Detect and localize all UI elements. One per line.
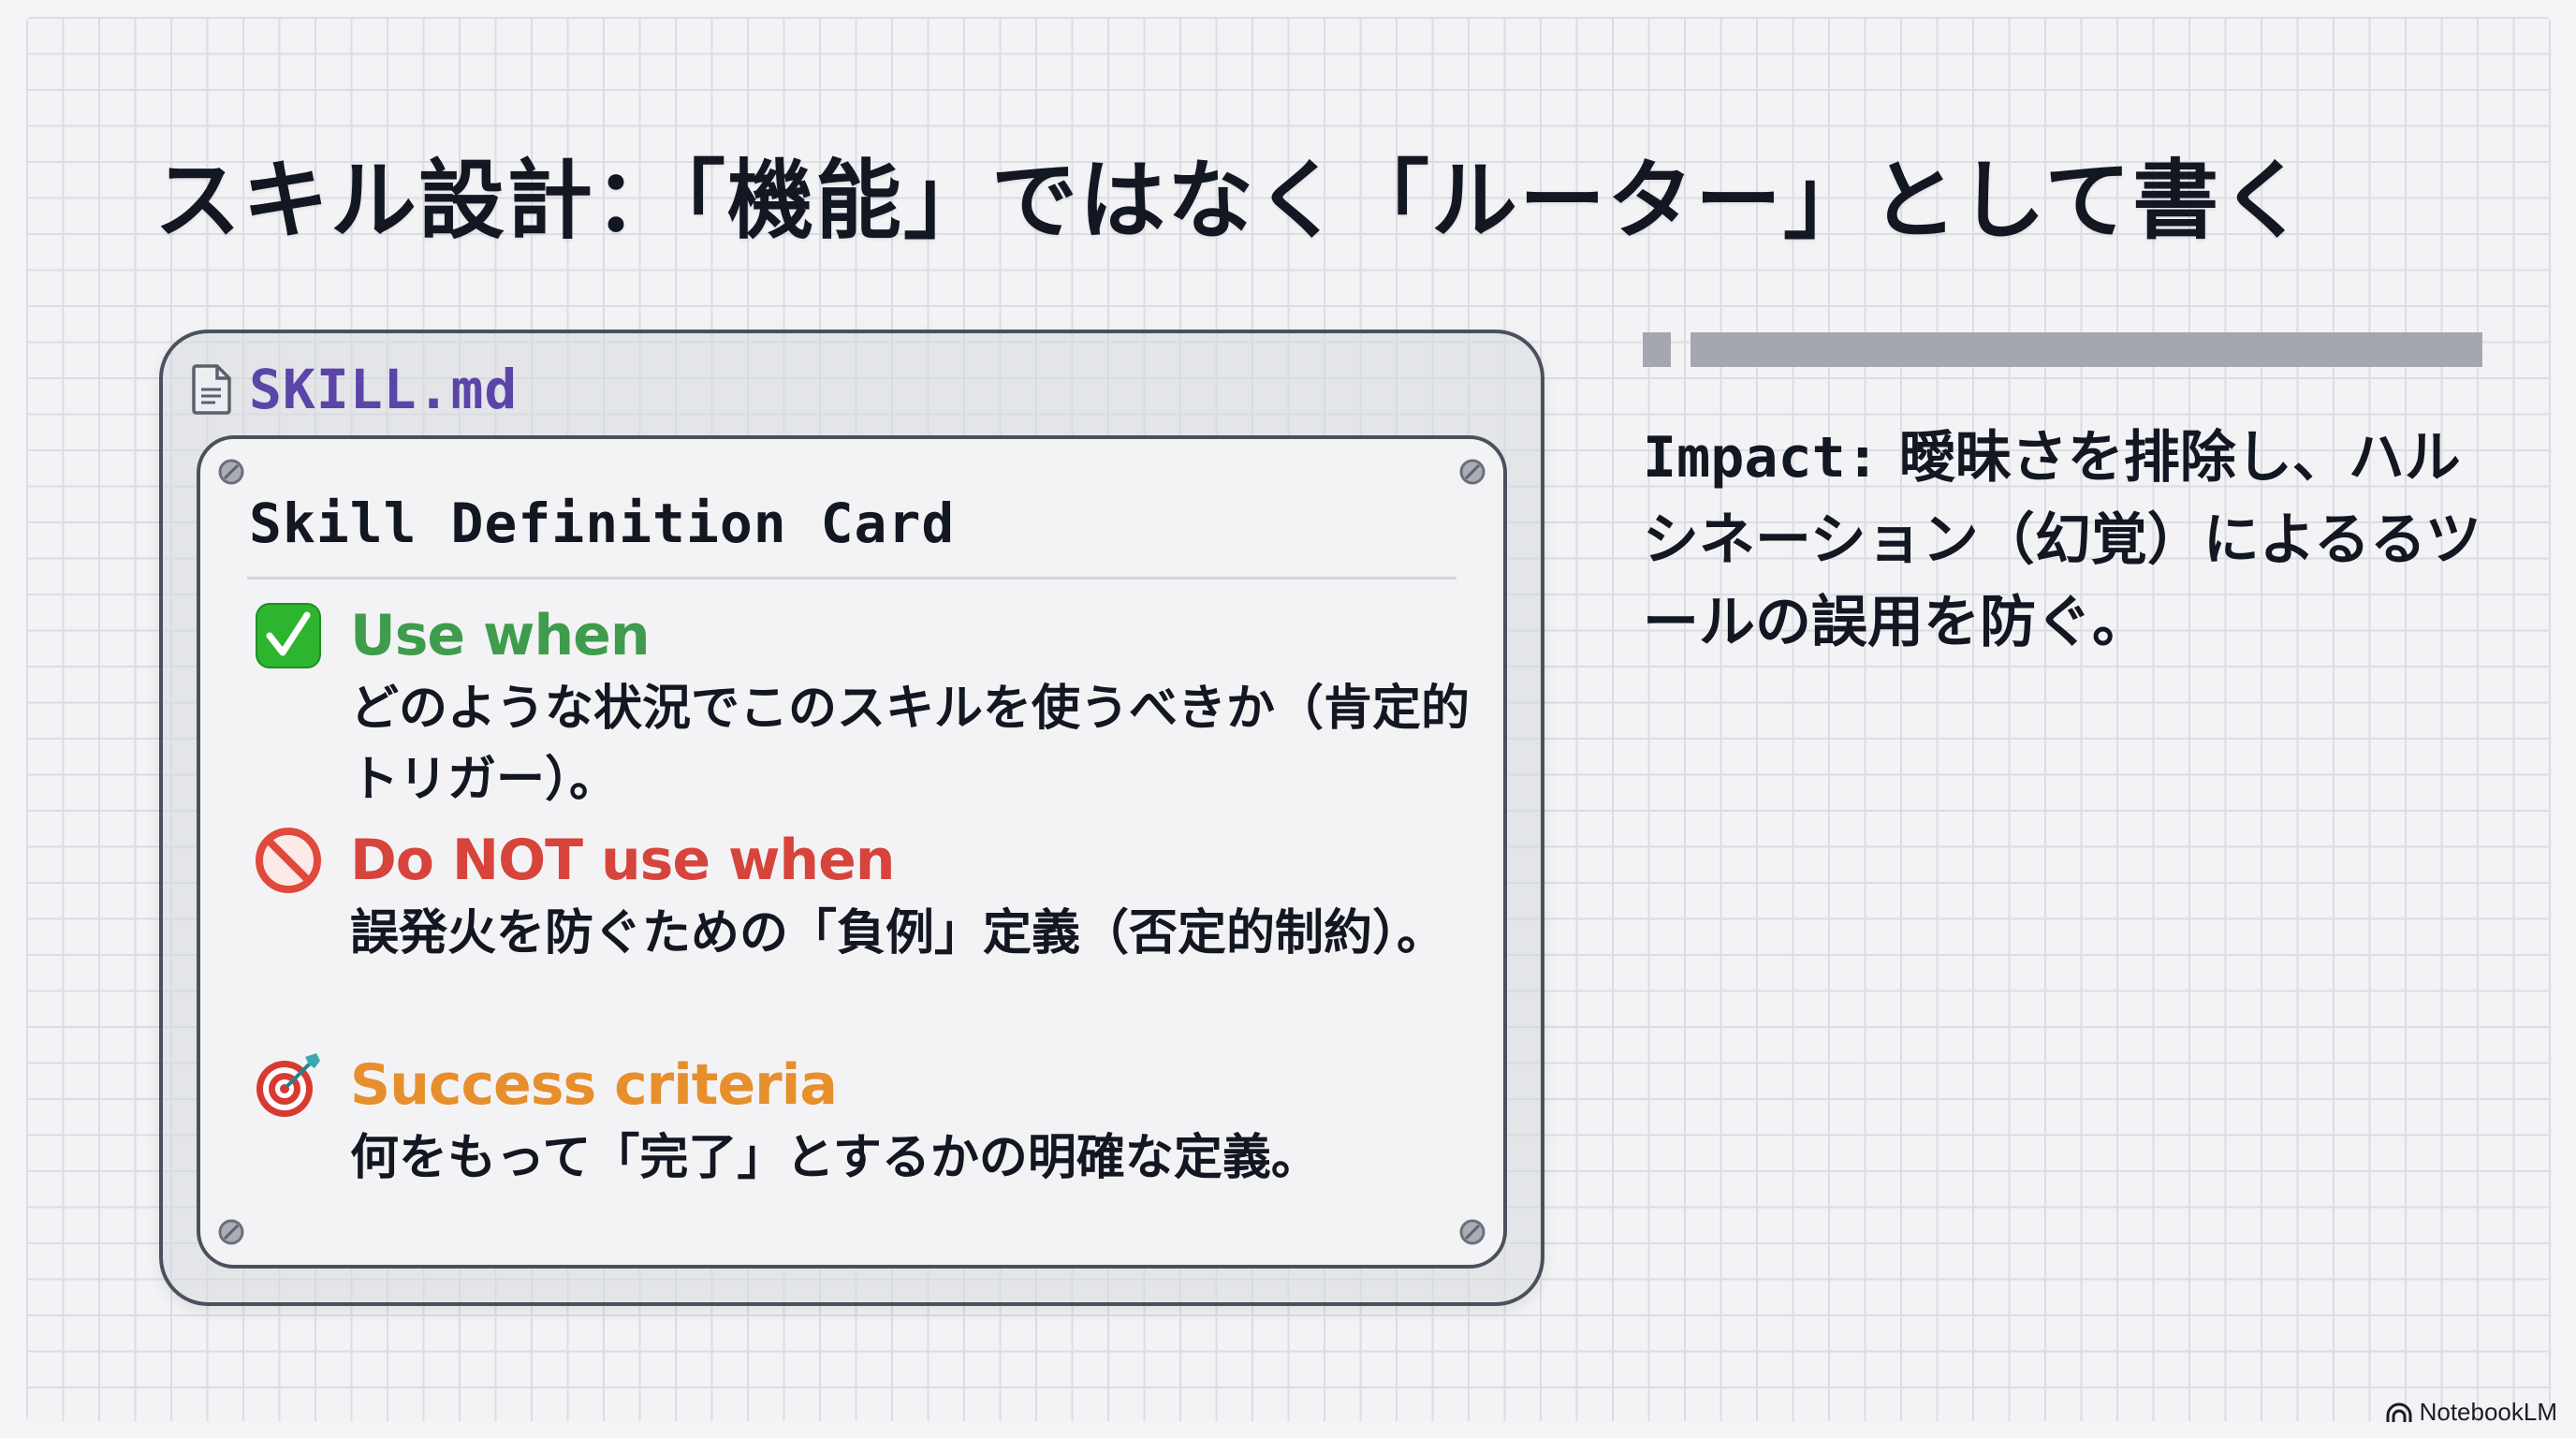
impact-text: 曖昧さを排除し、ハルシネーション（幻覚）によるるツールの誤用を防ぐ。 — [1643, 425, 2481, 655]
screw-icon — [218, 1219, 244, 1245]
slide-title: スキル設計：「機能」ではなく「ルーター」として書く — [154, 151, 2309, 251]
impact-key: Impact: — [1643, 425, 1880, 491]
section-label: Success criteria — [350, 1052, 838, 1118]
brand-label: NotebookLM — [2419, 1398, 2557, 1426]
bullseye-target-icon — [256, 1053, 320, 1117]
section-description: 何をもって「完了」とするかの明確な定義。 — [350, 1130, 1320, 1186]
impact-statement: Impact: 曖昧さを排除し、ハルシネーション（幻覚）によるるツールの誤用を防… — [1643, 417, 2504, 664]
section-description: どのような状況でこのスキルを使うべきか（肯定的トリガー）。 — [350, 681, 1471, 808]
document-icon — [192, 364, 231, 415]
section-success-criteria: Success criteria 何をもって「完了」とするかの明確な定義。 — [253, 1048, 1470, 1194]
file-name: SKILL.md — [249, 358, 519, 421]
section-use-when: Use when どのような状況でこのスキルを使うべきか（肯定的トリガー）。 — [253, 598, 1470, 815]
screw-icon — [1459, 459, 1486, 485]
header-bar-accent — [1643, 332, 1671, 367]
header-bar — [1690, 332, 2482, 367]
skill-file-card: SKILL.md Skill Definition Card Use when … — [159, 330, 1544, 1306]
skill-definition-card: Skill Definition Card Use when どのような状況でこ… — [197, 435, 1507, 1269]
section-label: Do NOT use when — [350, 828, 896, 893]
card-title: Skill Definition Card — [249, 492, 956, 555]
section-description: 誤発火を防ぐための「負例」定義（否定的制約）。 — [350, 905, 1446, 961]
screw-icon — [1459, 1219, 1486, 1245]
section-do-not-use-when: Do NOT use when 誤発火を防ぐための「負例」定義（否定的制約）。 — [253, 823, 1470, 969]
screw-icon — [218, 459, 244, 485]
divider — [247, 577, 1456, 580]
prohibited-icon — [256, 828, 321, 893]
branding: NotebookLM — [2386, 1398, 2557, 1427]
file-header: SKILL.md — [191, 358, 518, 421]
section-label: Use when — [350, 603, 651, 668]
check-mark-button-icon — [256, 603, 321, 668]
notebooklm-logo-icon — [2386, 1402, 2412, 1422]
